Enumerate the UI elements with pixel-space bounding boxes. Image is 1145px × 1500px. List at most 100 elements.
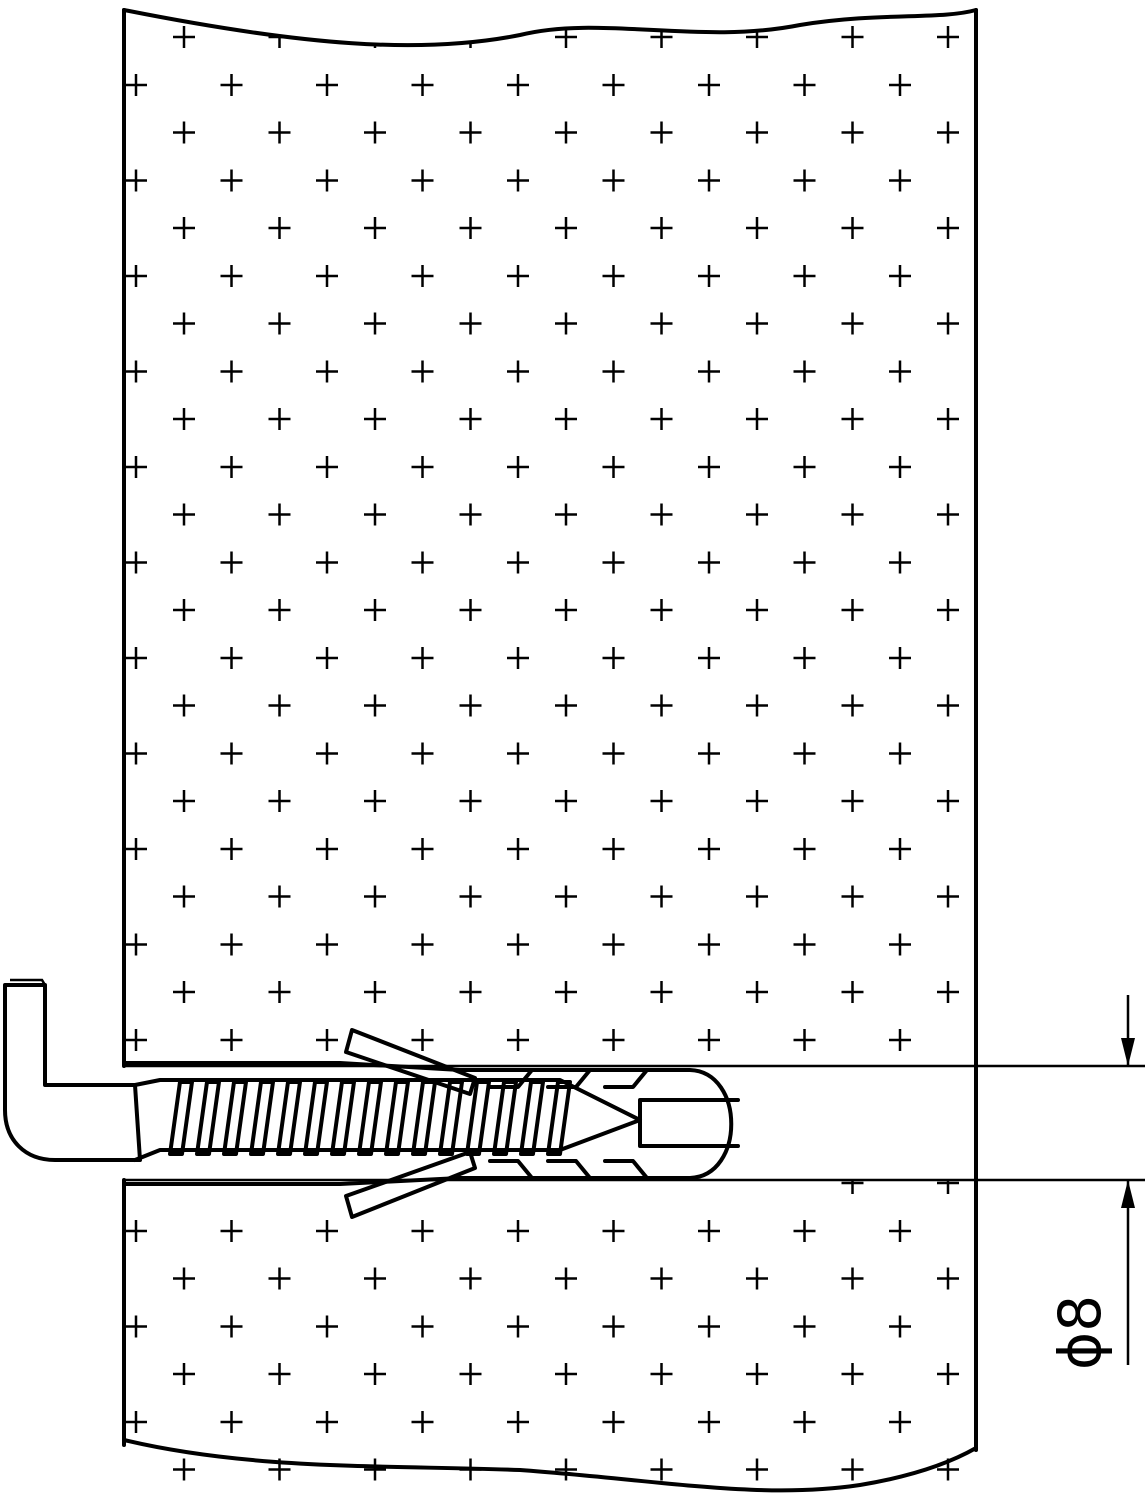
hatch-cross [220, 647, 243, 669]
thread-crest [357, 1080, 383, 1156]
hatch-cross [173, 217, 195, 239]
hatch-cross [220, 1220, 243, 1242]
hatch-cross [316, 838, 338, 860]
plug-tooth [488, 1159, 534, 1180]
hatch-cross [459, 885, 482, 908]
hatch-cross [411, 360, 434, 383]
hatch-cross [268, 1363, 291, 1385]
hatch-cross [364, 1363, 386, 1385]
hatch-cross [316, 1411, 338, 1433]
hook-tip [10, 978, 47, 986]
hatch-cross [650, 312, 673, 335]
hatch-cross [125, 360, 147, 383]
hook-bend [3, 983, 142, 1162]
hatch-cross [316, 1220, 338, 1242]
hatch-cross [650, 121, 673, 144]
hatch-cross [459, 312, 482, 335]
hatch-cross [889, 838, 911, 860]
hatch-cross [889, 1315, 911, 1338]
hatch-cross [173, 1458, 195, 1481]
thread-crest [546, 1080, 572, 1156]
hatch-cross [650, 217, 673, 239]
hatch-cross [602, 1220, 625, 1242]
hatch-cross [125, 933, 147, 956]
hatch-cross [220, 169, 243, 192]
hatch-cross [555, 217, 577, 239]
hatch-cross [268, 885, 291, 908]
hatch-cross [125, 1411, 147, 1433]
hatch-cross [411, 551, 434, 574]
thread-crest [249, 1080, 275, 1156]
hatch-cross [316, 647, 338, 669]
hatch-cross [937, 312, 959, 335]
hatch-cross [746, 121, 768, 144]
hatch-cross [411, 933, 434, 956]
hatch-cross [364, 981, 386, 1003]
thread-crest [195, 1080, 221, 1156]
hatch-cross [268, 408, 291, 430]
hatch-cross [125, 1315, 147, 1338]
hatch-cross [507, 456, 529, 478]
hatch-cross [268, 217, 291, 239]
hatch-cross [602, 456, 625, 478]
hatch-cross [793, 74, 816, 96]
hatch-cross [316, 265, 338, 287]
hatch-cross [698, 74, 720, 96]
hatch-cross [173, 408, 195, 430]
screw-shank [133, 1078, 642, 1162]
thread-crest [168, 1080, 194, 1156]
hatch-cross [220, 456, 243, 478]
hatch-cross [268, 981, 291, 1003]
wall-hatch-pattern [125, 26, 959, 1481]
hatch-cross [937, 981, 959, 1003]
hatch-cross [650, 1363, 673, 1385]
hatch-cross [698, 265, 720, 287]
hatch-cross [841, 217, 864, 239]
hatch-cross [889, 933, 911, 956]
hatch-cross [937, 408, 959, 430]
dimension-arrow-top [1121, 1038, 1135, 1066]
hatch-cross [173, 790, 195, 812]
hatch-cross [793, 456, 816, 478]
hatch-cross [698, 933, 720, 956]
hatch-cross [411, 1411, 434, 1433]
hatch-cross [507, 551, 529, 574]
hatch-cross [459, 981, 482, 1003]
diameter-dimension: ϕ8 [1046, 995, 1135, 1370]
thread-crest [438, 1080, 464, 1156]
plug-teeth-bottom [488, 1159, 649, 1180]
hatch-cross [364, 312, 386, 335]
hatch-cross [316, 1029, 338, 1051]
hatch-cross [268, 790, 291, 812]
thread-crest [330, 1080, 356, 1156]
hatch-cross [507, 1029, 529, 1051]
hatch-cross [841, 1363, 864, 1385]
screw-hook [3, 978, 642, 1162]
plug-slot [638, 1098, 740, 1148]
thread-crest [492, 1080, 518, 1156]
thread-crest [465, 1080, 491, 1156]
hatch-cross [411, 742, 434, 765]
hatch-cross [316, 742, 338, 765]
hatch-cross [173, 26, 195, 48]
hatch-cross [459, 503, 482, 526]
hatch-cross [411, 265, 434, 287]
hatch-cross [698, 742, 720, 765]
hatch-cross [746, 981, 768, 1003]
hatch-cross [125, 551, 147, 574]
thread-crest [411, 1080, 437, 1156]
hatch-cross [459, 1363, 482, 1385]
hatch-cross [555, 1363, 577, 1385]
hatch-cross [889, 742, 911, 765]
hatch-cross [459, 1267, 482, 1290]
hatch-cross [173, 121, 195, 144]
hatch-cross [937, 121, 959, 144]
hatch-cross [841, 694, 864, 717]
hatch-cross [889, 1220, 911, 1242]
hatch-cross [793, 1029, 816, 1051]
hatch-cross [268, 599, 291, 621]
hatch-cross [555, 503, 577, 526]
hatch-cross [364, 503, 386, 526]
hatch-cross [650, 503, 673, 526]
hatch-cross [841, 981, 864, 1003]
